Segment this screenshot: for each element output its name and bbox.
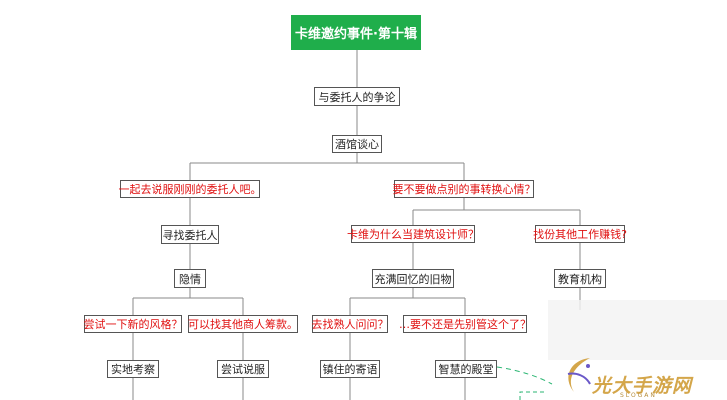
choice-change-mood: 要不要做点别的事转换心情？ <box>393 180 536 198</box>
node-find-client: 寻找委托人 <box>161 225 219 244</box>
node-tavern-talk: 酒馆谈心 <box>332 135 382 153</box>
watermark-text: 光大手游网 <box>592 375 693 397</box>
choice-leave-it: …要不还是先别管这个了？ <box>399 315 531 333</box>
root-title-node: 卡维邀约事件·第十辑 <box>291 15 421 50</box>
choice-why-architect: 卡维为什么当建筑设计师？ <box>347 225 479 243</box>
node-hall-of-wisdom: 智慧的殿堂 <box>435 360 497 378</box>
watermark-logo-icon <box>567 358 591 392</box>
node-try-persuading: 尝试说服 <box>217 360 269 378</box>
choice-other-job: 找份其他工作赚钱? <box>533 225 627 243</box>
choice-try-new-style: 尝试一下新的风格？ <box>84 315 183 333</box>
node-education-agency: 教育机构 <box>554 269 606 288</box>
node-argument-with-client: 与委托人的争论 <box>314 87 400 106</box>
node-nostalgic-items: 充满回忆的旧物 <box>372 269 454 288</box>
node-message: 镇住的寄语 <box>320 360 380 378</box>
watermark-slogan: SLOGAN <box>620 392 657 399</box>
choice-other-merchants: 可以找其他商人筹款。 <box>188 315 298 333</box>
node-hidden-reason: 隐情 <box>174 269 206 288</box>
node-site-inspection: 实地考察 <box>107 360 159 378</box>
choice-ask-acquaintance: 去找熟人问问？ <box>312 315 389 333</box>
choice-persuade-client: 一起去说服刚刚的委托人吧。 <box>119 180 262 198</box>
